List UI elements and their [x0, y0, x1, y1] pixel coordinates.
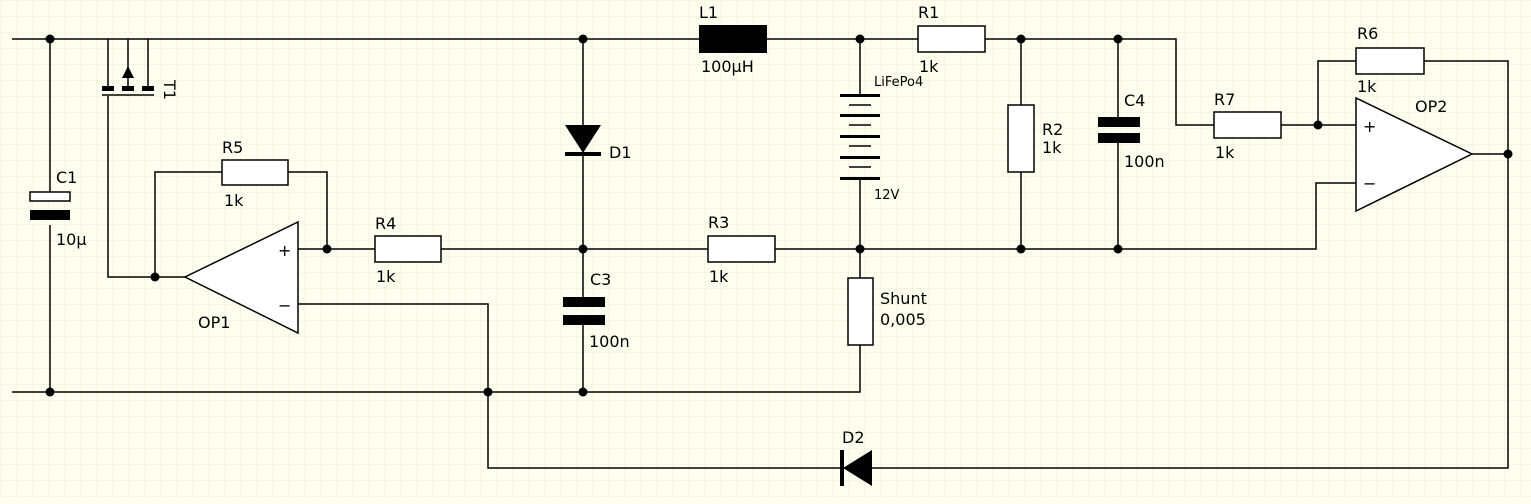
shunt-value: 0,005: [880, 310, 926, 329]
op2-minus: −: [1363, 174, 1376, 193]
r2-label: R2: [1042, 120, 1063, 139]
resistor-r5: R5 1k: [221, 138, 289, 210]
r1-value: 1k: [919, 57, 939, 76]
r4-value: 1k: [376, 267, 396, 286]
c1-value: 10µ: [56, 230, 87, 249]
battery-label: LiFePo4: [874, 75, 923, 90]
op2-label: OP2: [1415, 97, 1447, 116]
t1-label: T1: [160, 79, 179, 100]
capacitor-c3: C3 100n: [563, 270, 630, 351]
shunt-label: Shunt: [880, 289, 927, 308]
resistor-shunt: Shunt 0,005: [847, 277, 927, 346]
r7-label: R7: [1214, 90, 1235, 109]
c4-value: 100n: [1124, 152, 1165, 171]
resistor-r2: R2 1k: [1007, 104, 1063, 173]
r5-value: 1k: [224, 191, 244, 210]
r3-label: R3: [708, 213, 729, 232]
capacitor-c1: C1 10µ: [29, 168, 87, 249]
d1-label: D1: [609, 143, 632, 162]
r3-value: 1k: [709, 267, 729, 286]
l1-label: L1: [699, 3, 718, 22]
diode-d2: D2: [840, 428, 872, 486]
r5-label: R5: [222, 138, 243, 157]
r4-label: R4: [375, 214, 396, 233]
battery-value: 12V: [874, 188, 900, 203]
resistor-r6: R6 1k: [1355, 24, 1425, 96]
resistor-r3: R3 1k: [707, 213, 776, 286]
c1-label: C1: [56, 168, 77, 187]
op1-minus: −: [278, 296, 291, 315]
r6-label: R6: [1357, 24, 1378, 43]
c3-value: 100n: [589, 332, 630, 351]
c3-label: C3: [590, 270, 611, 289]
transistor-t1: T1: [102, 66, 179, 100]
capacitor-c4: C4 100n: [1098, 91, 1165, 171]
battery-lifepo4: LiFePo4 12V: [840, 75, 923, 203]
r2-value: 1k: [1042, 138, 1062, 157]
resistor-r4: R4 1k: [374, 214, 442, 286]
resistor-r7: R7 1k: [1213, 90, 1282, 162]
inductor-l1: L1 100µH: [699, 3, 767, 76]
r1-label: R1: [918, 3, 939, 22]
resistor-r1: R1 1k: [917, 3, 986, 76]
op1-plus: +: [278, 241, 291, 260]
c4-label: C4: [1124, 91, 1145, 110]
op1-label: OP1: [198, 313, 230, 332]
opamp-op1: + − OP1: [183, 220, 299, 335]
r7-value: 1k: [1215, 143, 1235, 162]
d2-label: D2: [842, 428, 865, 447]
l1-value: 100µH: [701, 57, 754, 76]
junctions: [45, 34, 1513, 397]
diode-d1: D1: [565, 125, 632, 162]
opamp-op2: + − OP2: [1355, 96, 1474, 213]
op2-plus: +: [1363, 117, 1376, 136]
r6-value: 1k: [1357, 77, 1377, 96]
